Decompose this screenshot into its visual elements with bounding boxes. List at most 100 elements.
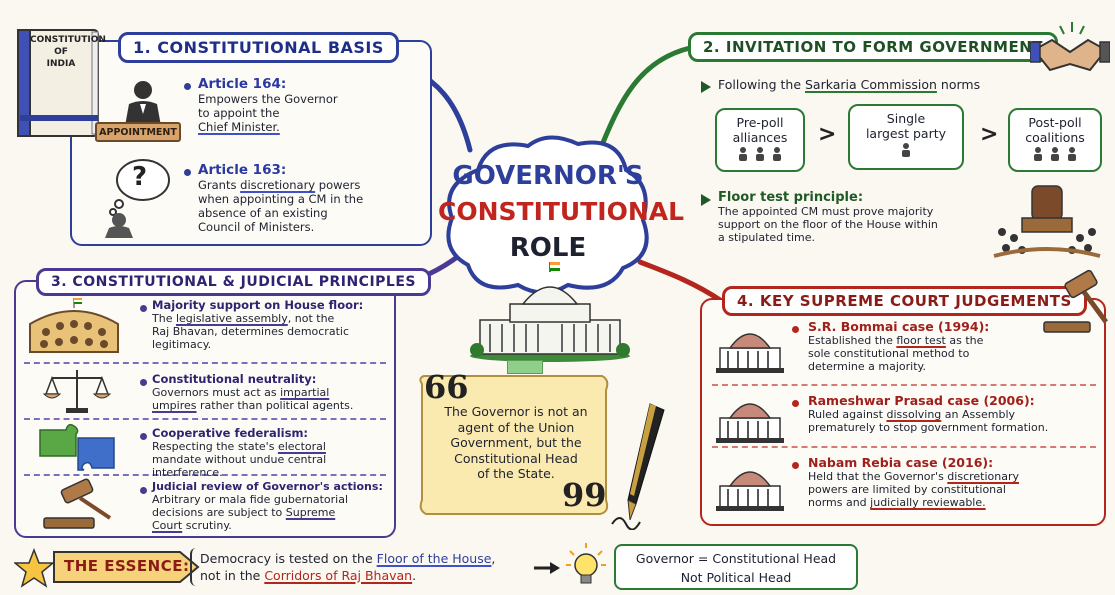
center-line1: GOVERNOR'S xyxy=(452,161,644,191)
p4-line2b: Supreme xyxy=(285,506,336,519)
c3-line1b: discretionary xyxy=(947,470,1020,483)
center-line2: CONSTITUTIONAL xyxy=(438,197,685,226)
thought-mark: ? xyxy=(132,162,148,192)
floor-line1: The appointed CM must prove majority xyxy=(718,205,934,218)
court-building-icon-3 xyxy=(716,471,784,511)
essence-tag xyxy=(53,551,200,583)
a163-line4: Council of Ministers. xyxy=(198,220,315,234)
p2-bullet xyxy=(140,379,147,386)
c1-title: S.R. Bommai case (1994): xyxy=(808,319,990,334)
result-line1: Governor = Constitutional Head xyxy=(635,551,837,566)
stage-preprol: Pre-poll alliances xyxy=(715,108,805,172)
c3-line1a: Held that the Governor's xyxy=(808,470,948,483)
quote-open: 66 xyxy=(424,368,469,406)
c3-bullet xyxy=(792,462,799,469)
p1-line2: Raj Bhavan, determines democratic xyxy=(152,325,349,338)
a163-line2: when appointing a CM in the xyxy=(198,192,364,206)
p3-line3: interference. xyxy=(152,466,223,479)
floor-title: Floor test principle: xyxy=(718,190,864,205)
book-icon xyxy=(17,29,99,137)
stage1-line1: Pre-poll xyxy=(736,115,784,130)
stage-postpoll: Post-poll coalitions xyxy=(1008,108,1102,172)
p1-line1c: , not the xyxy=(287,312,335,325)
group-icon xyxy=(739,147,781,161)
chevron-1: > xyxy=(818,122,837,147)
center-cloud xyxy=(446,135,649,295)
assembly-icon xyxy=(993,185,1101,258)
person-icon xyxy=(125,81,161,126)
c2-line1b: dissolving xyxy=(886,408,942,421)
appointment-label: APPOINTMENT xyxy=(99,127,177,138)
a164-title: Article 164: xyxy=(198,76,287,92)
a164-line2: to appoint the xyxy=(198,106,280,120)
c1-line2: sole constitutional method to xyxy=(808,347,970,360)
appointment-sign: APPOINTMENT xyxy=(95,122,181,142)
c1-line1c: as the xyxy=(945,334,984,347)
court-building-icon xyxy=(716,333,784,373)
result-box: Governor = Constitutional Head Not Polit… xyxy=(614,544,858,590)
person-small-icon xyxy=(902,143,910,157)
building-icon xyxy=(470,262,630,362)
p2-title: Constitutional neutrality: xyxy=(152,372,317,386)
group-icon-2 xyxy=(1034,147,1076,161)
book-line2: OF xyxy=(54,47,68,57)
p3-bullet xyxy=(140,433,147,440)
p3-line1a: Respecting the state's xyxy=(152,440,278,453)
section2-title: 2. INVITATION TO FORM GOVERNMENT xyxy=(688,32,1059,62)
p2-line2b: rather than political agents. xyxy=(196,399,354,412)
star-icon xyxy=(14,548,54,588)
assembly-hall-icon xyxy=(29,298,119,353)
essence-brace xyxy=(190,548,198,586)
bulb-icon xyxy=(566,543,606,584)
gavel-icon-2 xyxy=(1043,269,1109,333)
quote-line2: agent of the Union xyxy=(457,419,575,435)
c2-line1a: Ruled against xyxy=(808,408,887,421)
section4-title: 4. KEY SUPREME COURT JUDGEMENTS xyxy=(722,286,1087,316)
c3-line2: powers are limited by constitutional xyxy=(808,483,1006,496)
p3-line2: mandate without undue central xyxy=(152,453,327,466)
p4-line3b: scrutiny. xyxy=(182,519,232,532)
chevron-2: > xyxy=(980,122,999,147)
a163-line1a: Grants xyxy=(198,178,241,192)
puzzle-icon xyxy=(39,423,115,471)
floor-line3: a stipulated time. xyxy=(718,231,815,244)
a163-line1b: discretionary xyxy=(240,178,316,192)
quote-tape xyxy=(507,360,543,374)
c2-line2: prematurely to stop government formation… xyxy=(808,421,1049,434)
a163-bullet xyxy=(184,169,191,176)
c3-line3a: norms and xyxy=(808,496,871,509)
c2-line1c: an Assembly xyxy=(941,408,1016,421)
a164-bullet xyxy=(184,83,191,90)
essence-l1b: Floor of the House xyxy=(376,551,492,566)
p2-line1a: Governors must act as xyxy=(152,386,281,399)
p4-bullet xyxy=(140,487,147,494)
following-a: Following the xyxy=(718,77,805,92)
essence-l2a: not in the xyxy=(200,568,265,583)
essence-l2c: . xyxy=(412,568,417,583)
p4-title: Judicial review of Governor's actions: xyxy=(152,480,383,493)
section1-panel xyxy=(70,40,432,246)
p1-line1a: The xyxy=(152,312,176,325)
a163-line1c: powers xyxy=(315,178,361,192)
stage2-line1: Single xyxy=(886,111,926,126)
a164-line3: Chief Minister. xyxy=(198,120,280,134)
c1-line1b: floor test xyxy=(896,334,946,347)
book-line3: INDIA xyxy=(46,59,76,69)
gavel-icon xyxy=(43,478,112,529)
a163-title: Article 163: xyxy=(198,162,287,178)
p1-line3: legitimacy. xyxy=(152,338,212,351)
essence-l1c: , xyxy=(491,551,496,566)
result-line2: Not Political Head xyxy=(680,570,792,585)
essence-label: THE ESSENCE: xyxy=(64,557,190,575)
quote-line3: Government, but the xyxy=(450,435,582,450)
a163-line3: absence of an existing xyxy=(198,206,328,220)
quote-line4: Constitutional Head xyxy=(454,450,578,466)
handshake-icon xyxy=(1030,22,1110,72)
c1-bullet xyxy=(792,326,799,333)
court-building-icon-2 xyxy=(716,403,784,443)
p1-title: Majority support on House floor: xyxy=(152,298,364,312)
quote-close: 99 xyxy=(562,476,607,514)
scales-icon xyxy=(42,370,112,413)
c1-line3: determine a majority. xyxy=(808,360,926,373)
p3-line1b: electoral xyxy=(277,440,326,453)
